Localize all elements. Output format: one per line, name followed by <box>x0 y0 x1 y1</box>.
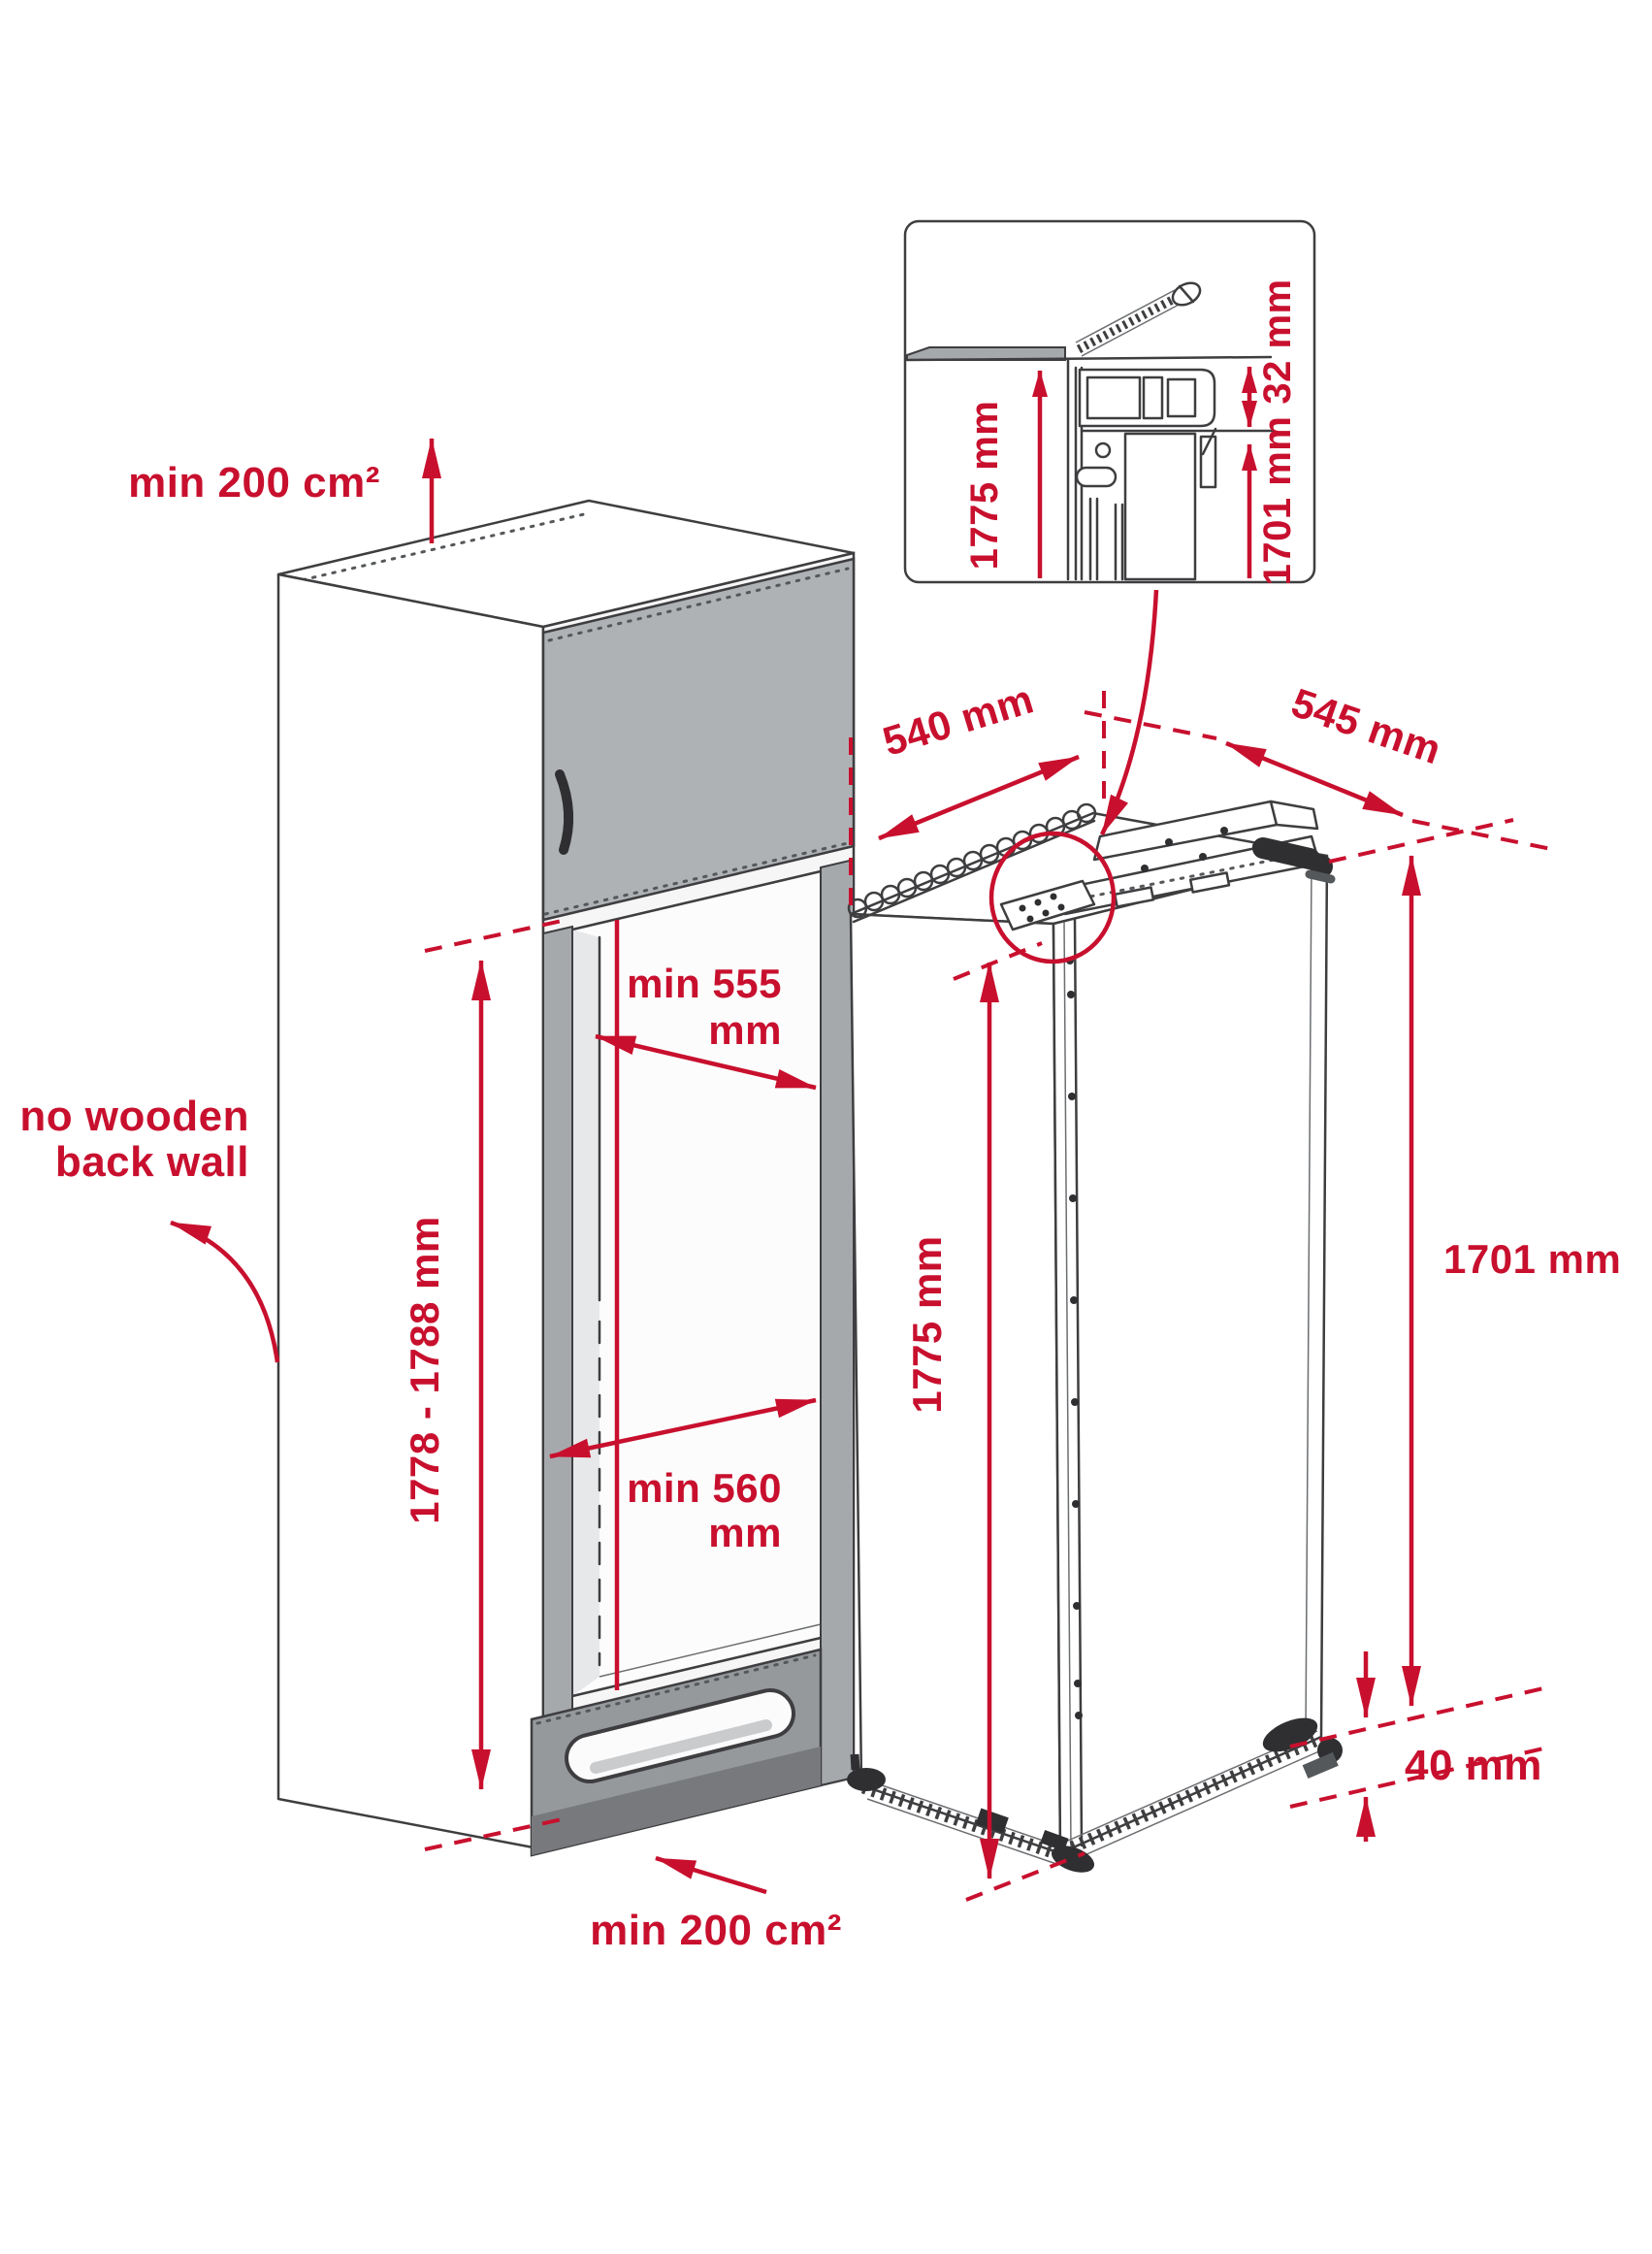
niche-depth-bottom-label-line1: min 560 <box>627 1465 782 1511</box>
depth-ext-left <box>1084 710 1217 740</box>
back-wall-note-line2: back wall <box>55 1138 249 1186</box>
niche-height-top-tick <box>424 918 567 953</box>
niche-height-bottom-tick <box>424 1816 567 1851</box>
height-ext-bottom <box>965 1851 1085 1902</box>
top-detail-inset: 1775 mm 32 mm 1701 mm <box>903 219 1316 586</box>
vent-slot <box>568 1692 792 1780</box>
cabinet-top-back-dotted-edge <box>291 512 586 584</box>
corner-bracket <box>999 879 1096 931</box>
inset-cabinet-underside-line <box>905 355 1273 362</box>
niche-height-label: 1778 - 1788 mm <box>402 1216 447 1524</box>
cabinet-upper-door <box>541 557 856 922</box>
base-clearance-label: 40 mm <box>1405 1742 1542 1789</box>
inset-height-label: 1775 mm <box>963 401 1006 571</box>
cabinet-top-vent-label: min 200 cm² <box>128 459 380 506</box>
door-edge-inner-line <box>1305 863 1312 1734</box>
niche-depth-top-label-line2: mm <box>708 1007 782 1053</box>
door-top-dotted-line <box>547 567 850 642</box>
plinth-shadow <box>532 1747 821 1855</box>
niche-right-stile <box>820 858 855 1787</box>
inset-link-curved-arrow <box>1099 589 1159 835</box>
detail-circle <box>988 831 1117 964</box>
door-bottom-dotted-line <box>543 840 854 916</box>
niche-floor-reveal-line <box>599 1623 822 1678</box>
niche-ceiling-line <box>570 869 823 931</box>
niche-depth-bottom-label-line2: mm <box>708 1510 782 1555</box>
appliance-front-face <box>1052 854 1329 1855</box>
niche-depth-top-label-line1: min 555 <box>627 961 782 1006</box>
inset-screw <box>1075 281 1202 357</box>
vent-slot-shading <box>590 1719 772 1774</box>
door-handle <box>555 769 574 855</box>
height-ext-top <box>953 941 1043 981</box>
depth-arrow <box>1225 740 1404 818</box>
niche-depth-top-arrow <box>595 1033 817 1091</box>
appliance-drawing <box>847 800 1343 1873</box>
recess-ext-top <box>1328 818 1514 864</box>
depth-ext-right <box>1411 819 1557 852</box>
back-wall-curved-arrow <box>170 1220 280 1363</box>
plinth-top-dotted-edge <box>535 1653 817 1725</box>
appliance-recess-height-label: 1701 mm <box>1443 1236 1621 1282</box>
clearance-dashed-bottom <box>1289 1745 1553 1809</box>
inset-recess-label: 1701 mm <box>1256 416 1299 586</box>
cabinet-annotations: min 200 cm² no wooden back wall 1778 - 1… <box>19 438 842 1954</box>
inset-top-gap-label: 32 mm <box>1256 278 1299 404</box>
appliance-height-label: 1775 mm <box>904 1235 950 1413</box>
appliance-width-label: 540 mm <box>878 675 1039 765</box>
cabinet-bottom-vent-label: min 200 cm² <box>590 1907 842 1954</box>
cabinet-drawing <box>276 499 856 1857</box>
appliance-left-side <box>849 912 1062 1855</box>
niche-left-reveal <box>572 930 599 1696</box>
cabinet-side-panel <box>276 572 545 1851</box>
niche-floor-line <box>570 1636 823 1698</box>
niche-depth-bottom-arrow <box>549 1397 817 1459</box>
back-wall-note-line1: no wooden <box>19 1093 249 1140</box>
width-arrow <box>878 754 1080 841</box>
clearance-dashed-top <box>1289 1684 1553 1748</box>
top-hinge-hardware <box>1252 837 1336 884</box>
appliance-depth-label: 545 mm <box>1286 679 1447 772</box>
front-rail <box>1063 918 1084 1850</box>
bottom-vent-arrow <box>655 1855 767 1895</box>
inset-appliance-section <box>1074 366 1275 581</box>
